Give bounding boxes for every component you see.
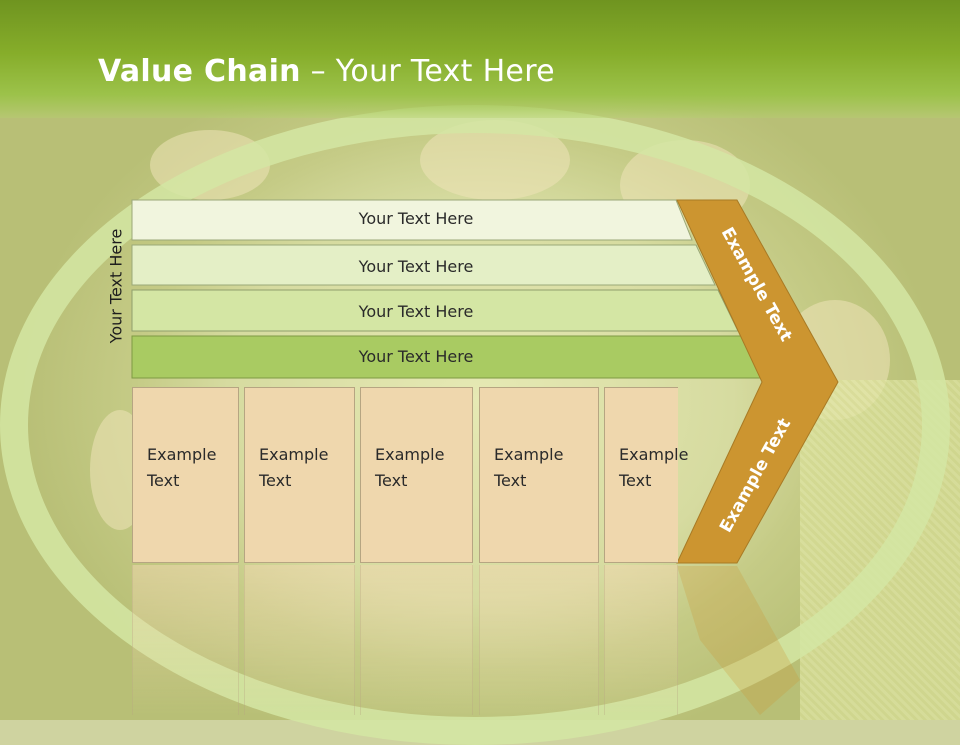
slide-title: Value Chain – Your Text Here <box>98 54 555 89</box>
bar-2-label: Your Text Here <box>358 257 474 276</box>
activity-box-1[interactable]: Example Text <box>132 387 239 563</box>
box-1-line2: Text <box>147 471 180 490</box>
title-bold: Value Chain <box>98 54 301 89</box>
box-5-line2: Text <box>619 471 652 490</box>
activity-box-2[interactable]: Example Text <box>244 387 355 563</box>
box-4-line2: Text <box>494 471 527 490</box>
title-rest: – Your Text Here <box>300 54 555 89</box>
box-5-line1: Example <box>619 445 689 464</box>
bar-4-label: Your Text Here <box>358 347 474 366</box>
bar-2[interactable] <box>131 244 716 286</box>
box-3-line2: Text <box>375 471 408 490</box>
box-2-line2: Text <box>259 471 292 490</box>
chevron-arrow[interactable] <box>676 199 839 564</box>
bar-1-label: Your Text Here <box>358 209 474 228</box>
activity-box-5[interactable]: Example Text <box>604 387 689 563</box>
bar-1[interactable] <box>131 199 693 241</box>
box-2-line1: Example <box>259 445 329 464</box>
bar-3-label: Your Text Here <box>358 302 474 321</box>
activity-box-4[interactable]: Example Text <box>479 387 599 563</box>
box-4-line1: Example <box>494 445 564 464</box>
chevron-reflection <box>677 566 800 715</box>
title-bar: Value Chain – Your Text Here <box>0 0 960 118</box>
box-3-line1: Example <box>375 445 445 464</box>
box-1-line1: Example <box>147 445 217 464</box>
value-chain-diagram: Your Text Here Your Text Here Your Text … <box>131 199 839 715</box>
activity-box-3[interactable]: Example Text <box>360 387 473 563</box>
